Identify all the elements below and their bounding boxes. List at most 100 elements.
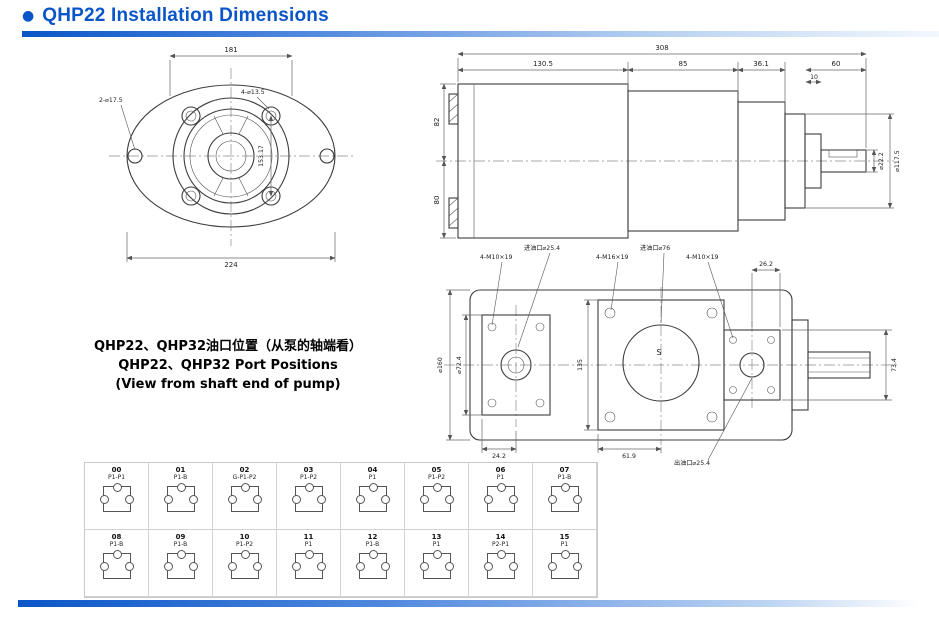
port-circle (419, 561, 429, 571)
variant-diagram (99, 549, 134, 579)
variant-code: P1 (560, 541, 569, 549)
port-circle (252, 561, 262, 571)
port-circle (227, 494, 237, 504)
height-top-label: 82 (433, 118, 441, 127)
port-circle (496, 549, 506, 559)
port-circle (483, 561, 493, 571)
bolts-right-note: 4-M10×19 (686, 254, 719, 261)
variant-cell: 05 P1-P2 (405, 463, 469, 530)
port-circle (572, 494, 582, 504)
port-view-dimensions: ⌀160 ⌀72.4 135 73.4 26.2 24.2 61 (437, 261, 898, 460)
variant-cell: 02 G-P1-P2 (213, 463, 277, 530)
front-view-dimensions: 181 153.17 224 (126, 46, 336, 269)
shaft-length-label: 60 (832, 60, 841, 68)
port-circle (508, 561, 518, 571)
outlet-note: 出油口⌀25.4 (674, 459, 710, 467)
port-circle (380, 494, 390, 504)
side-view-drawing: 308 130.5 85 36.1 60 10 82 80 ⌀22.2 (433, 44, 901, 239)
caption: QHP22、QHP32油口位置（从泵的轴端看） QHP22、QHP32 Port… (68, 338, 388, 395)
port-circle (304, 549, 314, 559)
variant-cell: 10 P1-P2 (213, 530, 277, 597)
variant-diagram (163, 549, 198, 579)
footer-rule (18, 600, 920, 607)
bolt-spacing-label: 153.17 (258, 145, 265, 167)
port-circle (227, 561, 237, 571)
variant-cell: 15 P1 (533, 530, 597, 597)
s-label: S (656, 348, 661, 357)
variant-diagram (419, 549, 454, 579)
bullet-icon: ● (22, 8, 35, 24)
caption-line-en1: QHP22、QHP32 Port Positions (118, 357, 338, 373)
variant-diagram (355, 549, 390, 579)
variant-num: 00 (111, 466, 122, 474)
port-circle (291, 494, 301, 504)
variant-num: 08 (111, 533, 122, 541)
variant-diagram (291, 549, 326, 579)
variant-cell: 03 P1-P2 (277, 463, 341, 530)
variant-code: P1-B (365, 541, 380, 549)
inlet-small-note: 进油口⌀25.4 (524, 244, 560, 252)
variant-code: P1-P1 (107, 474, 126, 482)
port-circle (252, 494, 262, 504)
port-circle (188, 561, 198, 571)
variant-num: 06 (495, 466, 506, 474)
port-circle (547, 561, 557, 571)
port-circle (483, 494, 493, 504)
front-view-drawing: 181 153.17 224 2-⌀17.5 4-⌀13.5 (99, 46, 353, 269)
variant-cell: 14 P2-P1 (469, 530, 533, 597)
port-circle (124, 494, 134, 504)
port-circle (368, 482, 378, 492)
right-port-flange (723, 329, 781, 401)
variant-code: P1-B (109, 541, 124, 549)
outer-dia-label: ⌀160 (437, 357, 444, 373)
variant-code: P1-B (557, 474, 572, 482)
variant-cell: 11 P1 (277, 530, 341, 597)
side-port-tabs (448, 93, 459, 229)
left-port-flange (481, 314, 551, 416)
port-circle (240, 482, 250, 492)
port-circle (291, 561, 301, 571)
port-circle (560, 549, 570, 559)
variant-code: P1-P2 (299, 474, 318, 482)
variant-code: P1 (304, 541, 313, 549)
page-title: QHP22 Installation Dimensions (42, 5, 329, 26)
overall-width-label: 224 (224, 261, 238, 269)
port-circle (99, 561, 109, 571)
variant-diagram (547, 549, 582, 579)
variant-num: 03 (303, 466, 314, 474)
caption-line-en2: (View from shaft end of pump) (115, 376, 341, 392)
port-circle (444, 494, 454, 504)
total-length-label: 308 (655, 44, 668, 52)
pump-body (457, 83, 867, 239)
front-view-notes: 2-⌀17.5 4-⌀13.5 (99, 89, 270, 151)
port-circle (508, 494, 518, 504)
variant-diagram (483, 549, 518, 579)
variant-num: 01 (175, 466, 186, 474)
variant-cell: 04 P1 (341, 463, 405, 530)
variant-diagram (419, 482, 454, 512)
mid-length-label: 85 (679, 60, 688, 68)
variant-diagram (291, 482, 326, 512)
top-right-dim-label: 26.2 (759, 261, 773, 268)
flange-dia-label: ⌀117.5 (894, 150, 901, 172)
port-circle (240, 549, 250, 559)
variant-num: 15 (559, 533, 570, 541)
port-circle (444, 561, 454, 571)
port-circle (304, 482, 314, 492)
port-circle (380, 561, 390, 571)
port-circle (419, 494, 429, 504)
variant-diagram (483, 482, 518, 512)
port-circle (572, 561, 582, 571)
front-view-centerlines (109, 68, 353, 246)
variant-num: 10 (239, 533, 250, 541)
variant-cell: 06 P1 (469, 463, 533, 530)
port-circle (355, 561, 365, 571)
variant-num: 12 (367, 533, 378, 541)
variant-code: P1-B (173, 474, 188, 482)
port-circle (163, 494, 173, 504)
port-body-outline (469, 289, 871, 441)
port-circle (163, 561, 173, 571)
port-circle (112, 482, 122, 492)
inlet-big-note: 进油口⌀76 (640, 244, 670, 252)
